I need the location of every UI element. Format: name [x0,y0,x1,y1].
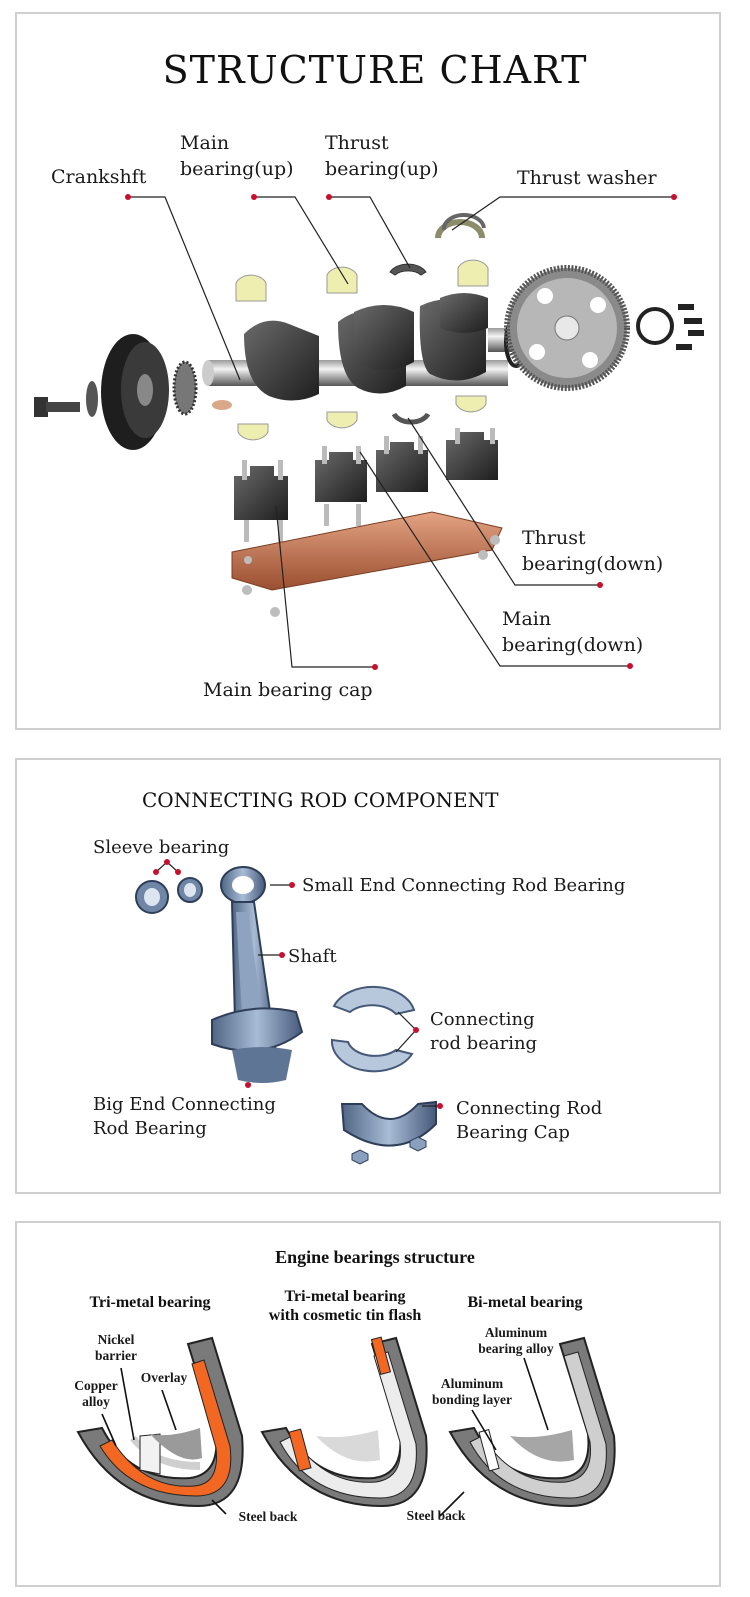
label-big-end: Big End Connecting Rod Bearing [93,1094,276,1139]
connecting-rod-cap [340,1100,437,1165]
connecting-rod-title: CONNECTING ROD COMPONENT [142,788,499,812]
label-steel-back-1: Steel back [238,1509,298,1524]
washer [86,381,98,417]
label-rod-bearing: Connecting rod bearing [430,1009,538,1054]
timing-gear [172,360,198,416]
connecting-rod [211,866,304,1083]
column-title-tri-metal: Tri-metal bearing [89,1294,211,1311]
structure-chart-title: STRUCTURE CHART [162,48,588,92]
upper-bearing-shells [235,259,489,302]
label-aluminum-bearing-alloy: Aluminum bearing alloy [478,1325,554,1356]
flywheel-plate [636,307,674,345]
label-sleeve-bearing: Sleeve bearing [93,837,230,858]
leader-arrows-bearings [101,1357,549,1517]
label-thrust-bearing-down: Thrust bearing(down) [522,527,664,575]
label-small-end: Small End Connecting Rod Bearing [302,875,626,896]
leader-dots-structure [125,194,677,670]
bearings-structure-title: Engine bearings structure [275,1247,475,1267]
bearing-cap-plate [231,511,503,591]
pulley-bolt [46,402,80,412]
connecting-rod-bearing [330,985,416,1073]
label-thrust-washer: Thrust washer [517,167,657,189]
leader-lines-structure [128,196,674,668]
key [212,400,232,410]
label-overlay: Overlay [140,1370,188,1385]
thrust-bearing-down [391,412,431,425]
crankshaft-assembly [34,212,704,617]
lower-bearing-shells [237,395,487,441]
tri-metal-bearing-section [76,1336,244,1508]
sleeve-bearings [135,877,203,914]
bi-metal-bearing-section [448,1336,616,1508]
label-thrust-bearing-up: Thrust bearing(up) [325,132,439,180]
thrust-washer [435,219,485,239]
label-copper-alloy: Copper alloy [74,1378,118,1409]
label-crankshaft: Crankshft [51,166,147,188]
connecting-rod-assembly [135,866,437,1165]
label-shaft: Shaft [288,946,337,967]
pulley-bolt-head [34,397,48,417]
label-main-bearing-up: Main bearing(up) [180,132,294,180]
thrust-bearing-up [389,263,427,276]
tri-metal-tin-bearing-section [260,1336,428,1508]
main-bearing-caps [234,432,498,520]
leader-dots-rod [153,859,443,1109]
label-nickel-barrier: Nickel barrier [95,1332,137,1363]
label-main-bearing-down: Main bearing(down) [502,608,644,656]
label-aluminum-bonding-layer: Aluminum bonding layer [432,1376,512,1407]
column-title-tri-metal-tin: Tri-metal bearing with cosmetic tin flas… [268,1288,422,1324]
column-title-bi-metal: Bi-metal bearing [467,1294,583,1311]
label-main-bearing-cap: Main bearing cap [203,679,373,701]
label-bearing-cap: Connecting Rod Bearing Cap [456,1098,603,1143]
label-steel-back-3: Steel back [406,1508,466,1523]
